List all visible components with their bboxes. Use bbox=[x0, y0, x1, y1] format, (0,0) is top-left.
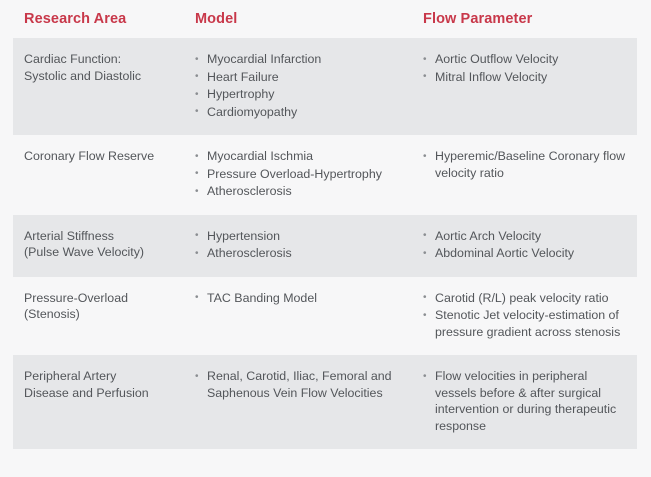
cell-flow-parameter: Flow velocities in peripheral vessels be… bbox=[413, 368, 637, 435]
list-item: Cardiomyopathy bbox=[195, 103, 403, 121]
flow-parameter-list: Aortic Outflow VelocityMitral Inflow Vel… bbox=[423, 51, 627, 85]
research-area-text: Pressure-Overload (Stenosis) bbox=[24, 290, 128, 322]
cell-model: TAC Banding Model bbox=[185, 289, 413, 308]
list-item: Flow velocities in peripheral vessels be… bbox=[423, 368, 627, 434]
cell-flow-parameter: Carotid (R/L) peak velocity ratioStenoti… bbox=[413, 289, 637, 342]
list-item: Hypertension bbox=[195, 227, 403, 245]
table-row: Peripheral Artery Disease and Perfusion R… bbox=[13, 355, 637, 449]
table-row: Coronary Flow Reserve Myocardial IschmiaP… bbox=[13, 135, 637, 215]
cell-flow-parameter: Aortic Outflow VelocityMitral Inflow Vel… bbox=[413, 51, 637, 86]
list-item: Aortic Arch Velocity bbox=[423, 227, 627, 245]
cell-model: Myocardial IschmiaPressure Overload-Hype… bbox=[185, 148, 413, 201]
list-item: Abdominal Aortic Velocity bbox=[423, 245, 627, 262]
table-row: Arterial Stiffness (Pulse Wave Velocity)… bbox=[13, 214, 637, 277]
cell-research-area: Coronary Flow Reserve bbox=[13, 148, 185, 165]
cell-research-area: Arterial Stiffness (Pulse Wave Velocity) bbox=[13, 228, 185, 261]
column-header-model: Model bbox=[195, 11, 238, 27]
list-item: Mitral Inflow Velocity bbox=[423, 68, 627, 86]
research-area-text: Arterial Stiffness (Pulse Wave Velocity) bbox=[24, 228, 145, 260]
cell-flow-parameter: Aortic Arch VelocityAbdominal Aortic Vel… bbox=[413, 227, 637, 263]
column-header-research-area: Research Area bbox=[24, 11, 127, 27]
flow-parameter-list: Flow velocities in peripheral vessels be… bbox=[423, 368, 627, 434]
model-list: Myocardial IschmiaPressure Overload-Hype… bbox=[195, 148, 403, 200]
list-item: Myocardial Ischmia bbox=[195, 148, 403, 165]
list-item: Hypertrophy bbox=[195, 86, 403, 103]
column-header-flow-parameter: Flow Parameter bbox=[423, 11, 533, 27]
model-list: TAC Banding Model bbox=[195, 289, 403, 307]
list-item: Atherosclerosis bbox=[195, 183, 403, 200]
list-item: Hyperemic/Baseline Coronary flow velocit… bbox=[423, 148, 627, 181]
cell-model: Myocardial InfarctionHeart FailureHypert… bbox=[185, 51, 413, 121]
research-area-text: Cardiac Function: Systolic and Diastolic bbox=[24, 52, 142, 83]
flow-parameter-list: Hyperemic/Baseline Coronary flow velocit… bbox=[423, 148, 627, 181]
list-item: Atherosclerosis bbox=[195, 245, 403, 262]
list-item: Stenotic Jet velocity-estimation of pres… bbox=[423, 307, 627, 340]
list-item: TAC Banding Model bbox=[195, 289, 403, 307]
table-row: Pressure-Overload (Stenosis) TAC Banding … bbox=[13, 277, 637, 356]
table-row: Cardiac Function: Systolic and Diastolic… bbox=[13, 38, 637, 135]
cell-research-area: Cardiac Function: Systolic and Diastolic bbox=[13, 51, 185, 84]
list-item: Carotid (R/L) peak velocity ratio bbox=[423, 289, 627, 307]
model-list: Renal, Carotid, Iliac, Femoral and Saphe… bbox=[195, 368, 403, 401]
table-header-row: Research Area Model Flow Parameter bbox=[0, 0, 651, 38]
cell-research-area: Pressure-Overload (Stenosis) bbox=[13, 290, 185, 323]
cell-research-area: Peripheral Artery Disease and Perfusion bbox=[13, 368, 185, 401]
list-item: Pressure Overload-Hypertrophy bbox=[195, 165, 403, 183]
flow-parameter-list: Carotid (R/L) peak velocity ratioStenoti… bbox=[423, 289, 627, 341]
list-item: Aortic Outflow Velocity bbox=[423, 51, 627, 68]
cell-model: Renal, Carotid, Iliac, Femoral and Saphe… bbox=[185, 368, 413, 402]
flow-parameter-list: Aortic Arch VelocityAbdominal Aortic Vel… bbox=[423, 227, 627, 262]
list-item: Renal, Carotid, Iliac, Femoral and Saphe… bbox=[195, 368, 403, 401]
list-item: Heart Failure bbox=[195, 68, 403, 86]
research-area-text: Coronary Flow Reserve bbox=[24, 149, 155, 163]
list-item: Myocardial Infarction bbox=[195, 51, 403, 68]
model-list: HypertensionAtherosclerosis bbox=[195, 227, 403, 262]
research-area-text: Peripheral Artery Disease and Perfusion bbox=[24, 369, 149, 400]
cell-flow-parameter: Hyperemic/Baseline Coronary flow velocit… bbox=[413, 148, 637, 182]
model-list: Myocardial InfarctionHeart FailureHypert… bbox=[195, 51, 403, 120]
cell-model: HypertensionAtherosclerosis bbox=[185, 227, 413, 263]
table-body: Cardiac Function: Systolic and Diastolic… bbox=[0, 38, 651, 449]
